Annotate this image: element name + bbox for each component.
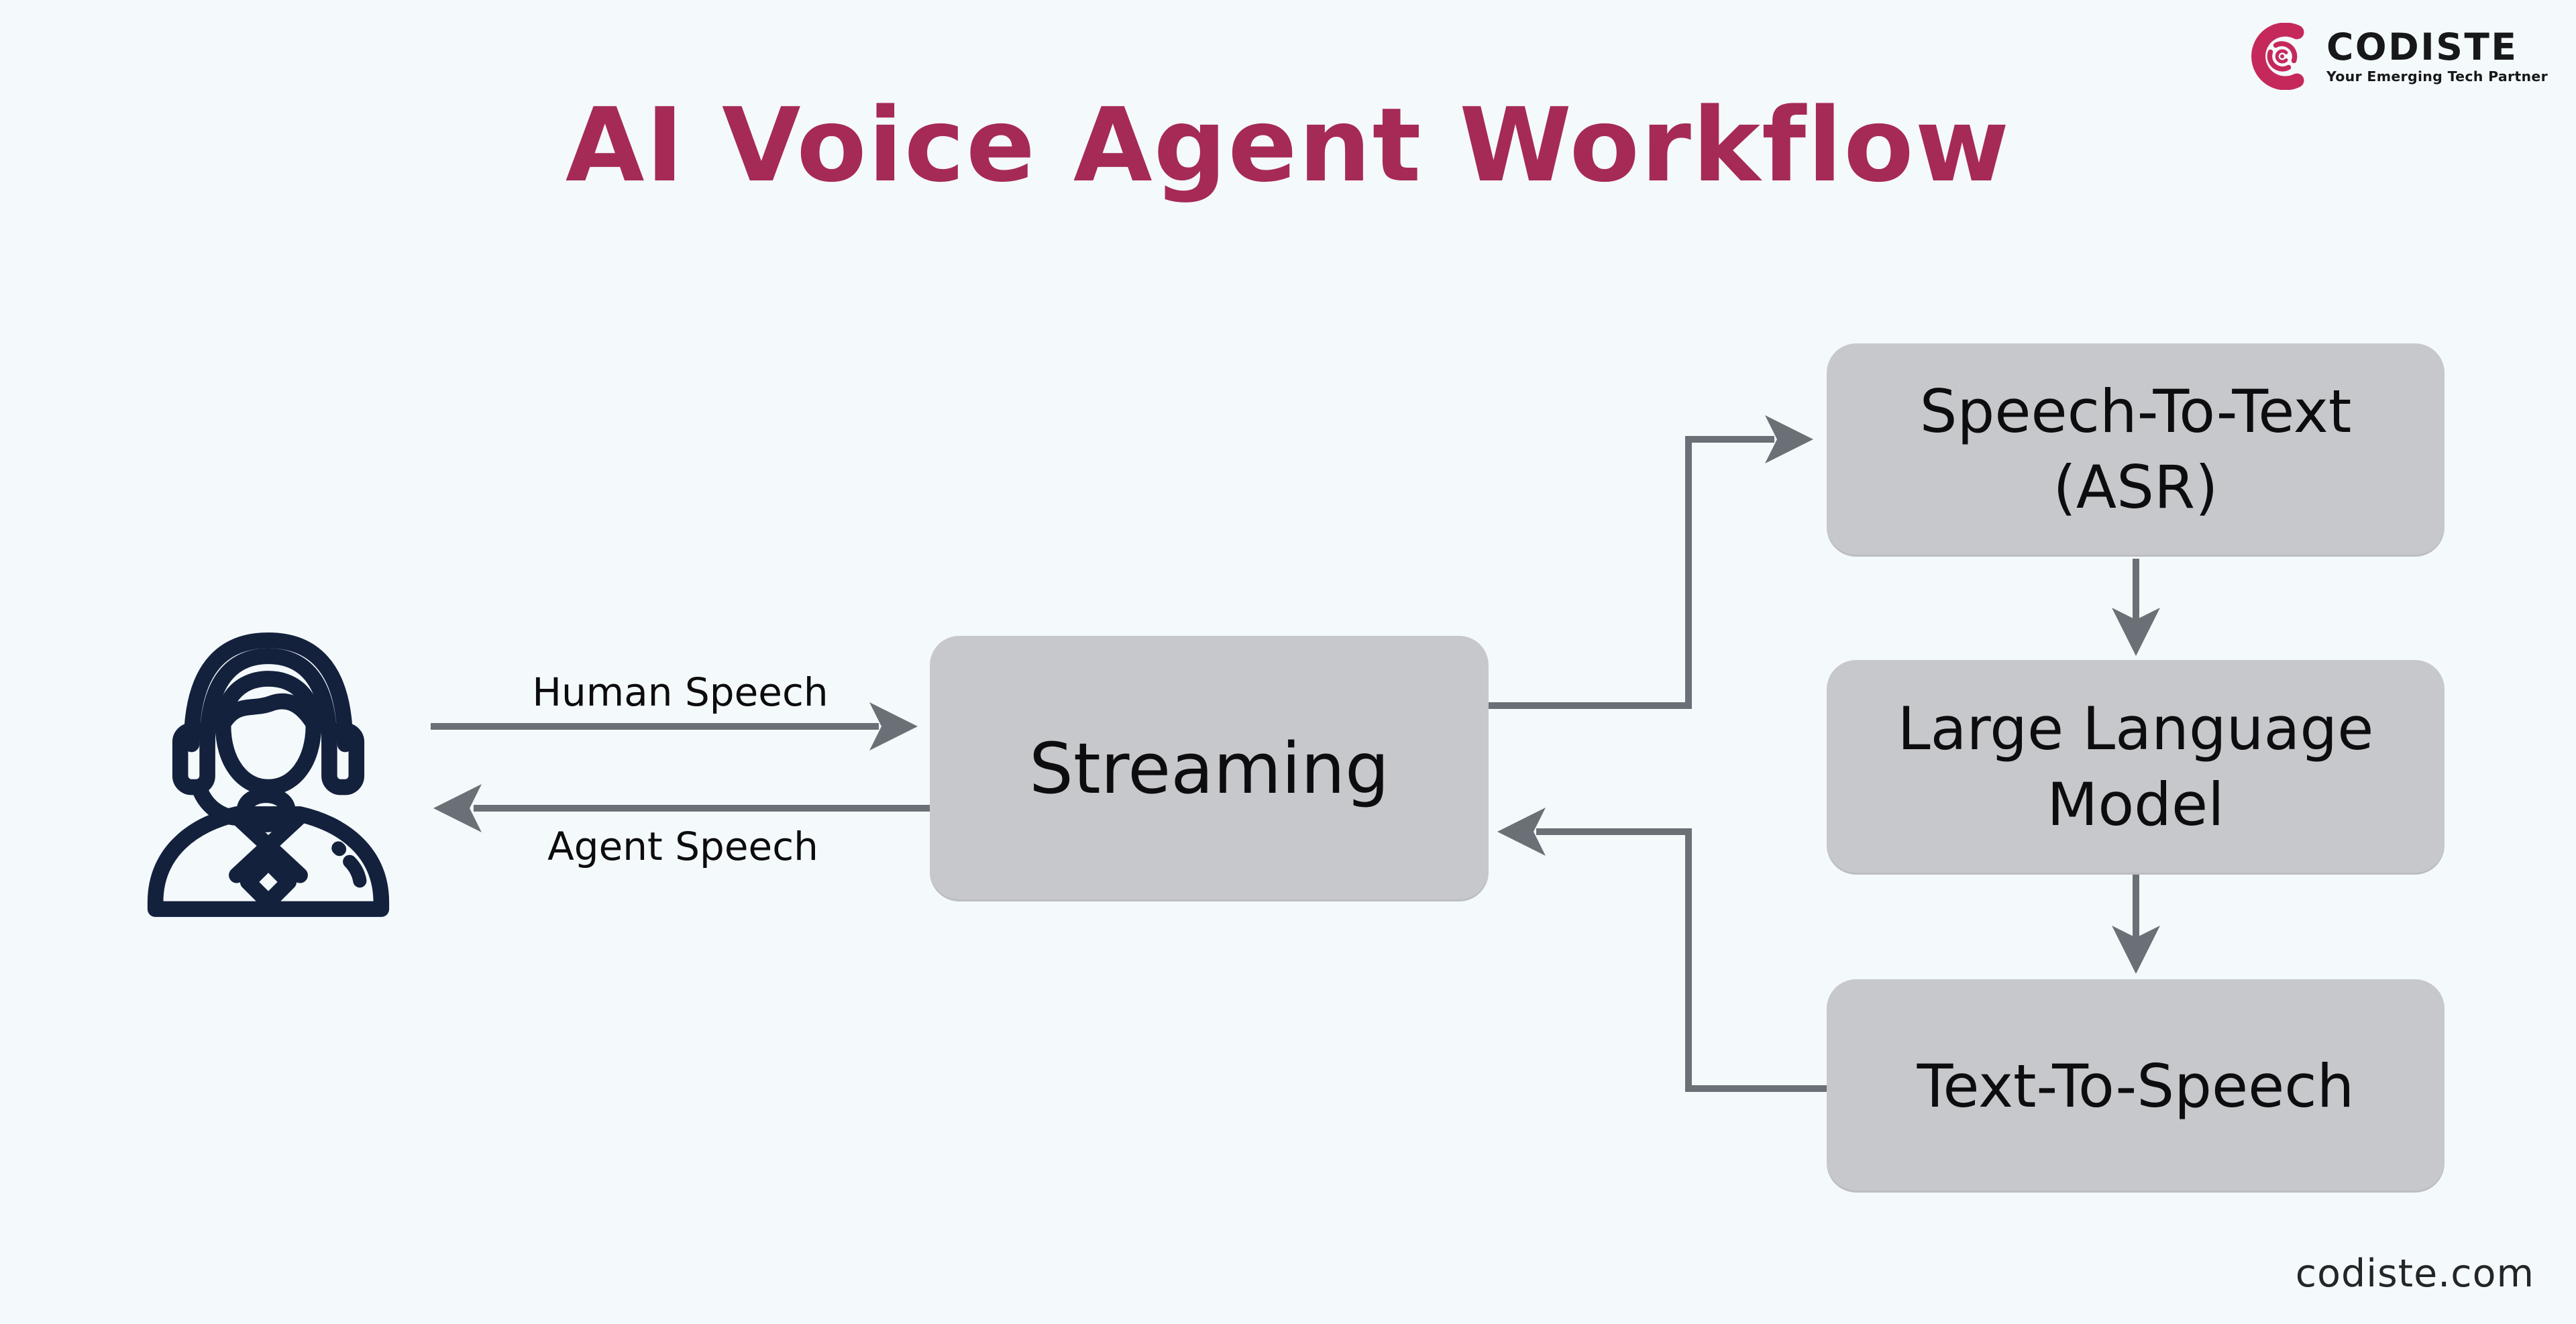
codiste-logo-text: CODISTE Your Emerging Tech Partner xyxy=(2326,25,2548,85)
edge-label-agent-speech: Agent Speech xyxy=(547,824,818,869)
node-large-language-model: Large Language Model xyxy=(1827,660,2445,875)
arrowhead-stt-llm xyxy=(2112,608,2160,656)
node-speech-to-text: Speech-To-Text (ASR) xyxy=(1827,343,2445,557)
website-url: codiste.com xyxy=(2295,1252,2534,1296)
node-speech-to-text-label: Speech-To-Text (ASR) xyxy=(1919,377,2352,522)
codiste-logo-icon xyxy=(2251,23,2304,90)
arrowhead-human-speech xyxy=(869,702,918,751)
node-streaming: Streaming xyxy=(930,636,1489,901)
arrowhead-into-streaming xyxy=(1497,808,1546,856)
codiste-logo-name: CODISTE xyxy=(2326,25,2518,68)
page-title: AI Voice Agent Workflow xyxy=(565,86,2011,205)
arrowhead-into-stt xyxy=(1765,415,1813,463)
node-text-to-speech: Text-To-Speech xyxy=(1827,979,2445,1193)
arrow-streaming-to-stt-line xyxy=(1489,436,1774,709)
node-streaming-label: Streaming xyxy=(1028,728,1390,810)
codiste-logo-tagline: Your Emerging Tech Partner xyxy=(2326,68,2548,85)
arrow-tts-to-streaming-line xyxy=(1536,828,1827,1092)
node-large-language-model-label: Large Language Model xyxy=(1897,694,2374,839)
node-text-to-speech-label: Text-To-Speech xyxy=(1917,1051,2355,1121)
arrowhead-agent-speech xyxy=(433,784,482,832)
call-agent-icon xyxy=(147,632,390,918)
arrowhead-llm-tts xyxy=(2112,926,2160,974)
edge-label-human-speech: Human Speech xyxy=(532,669,828,715)
codiste-logo: CODISTE Your Emerging Tech Partner xyxy=(2249,23,2548,90)
